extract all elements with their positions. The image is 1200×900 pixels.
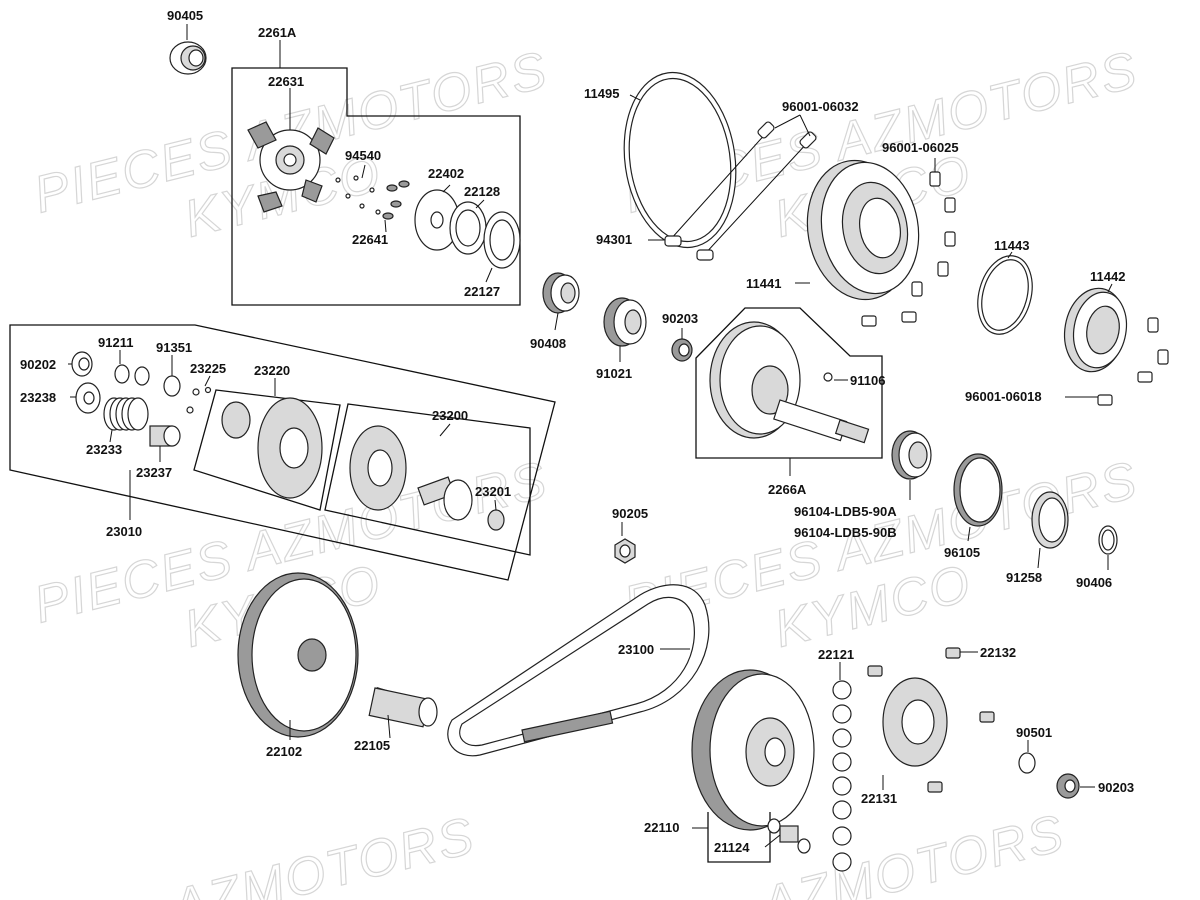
part-22641-springs (382, 180, 410, 220)
label-22131: 22131 (861, 791, 897, 806)
part-91106-pin (823, 372, 833, 382)
part-91021-bearing (603, 297, 647, 347)
label-90406: 90406 (1076, 575, 1112, 590)
label-90203-b: 90203 (1098, 780, 1134, 795)
label-11443: 11443 (994, 238, 1029, 253)
part-90405 (169, 41, 207, 75)
label-23220: 23220 (254, 363, 290, 378)
part-23238-washer (75, 382, 101, 414)
part-22132-sliders (867, 647, 995, 793)
label-96104-LDB5-90A: 96104-LDB5-90A (794, 504, 897, 519)
label-11442: 11442 (1090, 269, 1125, 284)
part-22631-clutch-shoes (247, 121, 335, 213)
label-22105: 22105 (354, 738, 390, 753)
label-94301: 94301 (596, 232, 632, 247)
label-91258: 91258 (1006, 570, 1042, 585)
label-22110: 22110 (644, 820, 679, 835)
part-91258-seal (1031, 491, 1069, 549)
label-2261A: 2261A (258, 25, 297, 40)
part-23225-pins (186, 386, 212, 414)
label-23201: 23201 (475, 484, 511, 499)
part-22402-plate (414, 189, 460, 251)
label-90202: 90202 (20, 357, 56, 372)
label-91021: 91021 (596, 366, 632, 381)
part-22128-washer (449, 201, 487, 255)
part-90406-circlip (1098, 525, 1118, 555)
part-2266A-drum (709, 321, 870, 444)
assembly-frame-2266A (695, 307, 883, 459)
label-23238: 23238 (20, 390, 56, 405)
assembly-frame-23010 (9, 324, 556, 581)
part-22110-driven-pulley (691, 669, 815, 831)
label-22128: 22128 (464, 184, 500, 199)
watermark-line: AZMOTORS (163, 806, 480, 900)
label-91106: 91106 (850, 373, 885, 388)
label-23233: 23233 (86, 442, 122, 457)
assembly-frame-2261A (231, 67, 521, 306)
label-2266A: 2266A (768, 482, 807, 497)
label-90408: 90408 (530, 336, 566, 351)
label-96104-LDB5-90B: 96104-LDB5-90B (794, 525, 897, 540)
part-11443-gasket (977, 255, 1033, 335)
label-96001-06025: 96001-06025 (882, 140, 959, 155)
part-90501-washer (1018, 752, 1036, 774)
part-22121-rollers (832, 680, 852, 872)
part-96001-06032-bolts (664, 121, 817, 261)
label-22402: 22402 (428, 166, 464, 181)
part-90203-nut-b (1056, 773, 1080, 799)
label-91211: 91211 (98, 335, 133, 350)
part-23233-spring (103, 397, 149, 431)
label-22127: 22127 (464, 284, 500, 299)
part-90205-nut (614, 538, 636, 564)
label-90205: 90205 (612, 506, 648, 521)
part-23237-collar (149, 425, 181, 447)
part-94540-pins (335, 175, 381, 215)
label-23237: 23237 (136, 465, 172, 480)
label-90405: 90405 (167, 8, 203, 23)
label-22121: 22121 (818, 647, 854, 662)
part-96001-06018-bolts (1097, 317, 1169, 406)
part-11495-gasket (623, 71, 737, 249)
part-21124-bushing (767, 818, 811, 854)
label-96105: 96105 (944, 545, 980, 560)
label-91351: 91351 (156, 340, 192, 355)
label-23225: 23225 (190, 361, 226, 376)
label-21124: 21124 (714, 840, 750, 855)
label-22641: 22641 (352, 232, 388, 247)
part-23200-plate (349, 425, 473, 521)
part-11441-clutch-cover (806, 159, 920, 301)
part-23201-bushing (487, 509, 505, 531)
label-90501: 90501 (1016, 725, 1052, 740)
part-91211-oring (114, 364, 150, 386)
part-23100-belt (447, 584, 710, 757)
label-94540: 94540 (345, 148, 381, 163)
part-11442-cover (1063, 287, 1128, 373)
label-11441: 11441 (746, 276, 781, 291)
label-23200: 23200 (432, 408, 468, 423)
label-96001-06032: 96001-06032 (782, 99, 859, 114)
label-90203-a: 90203 (662, 311, 698, 326)
label-22631: 22631 (268, 74, 304, 89)
label-11495: 11495 (584, 86, 619, 101)
label-23010: 23010 (106, 524, 142, 539)
label-23100: 23100 (618, 642, 654, 657)
part-23220-sheave (221, 397, 323, 499)
part-90202-nut (71, 351, 93, 377)
part-22105-sleeve (368, 686, 438, 728)
part-90203-nut-a (671, 338, 693, 362)
part-90408-seal (542, 272, 580, 314)
part-22102-fan-pulley (237, 572, 359, 738)
label-96001-06018: 96001-06018 (965, 389, 1042, 404)
label-22102: 22102 (266, 744, 302, 759)
assembly-frame-23200 (324, 403, 531, 556)
part-96105-ring (953, 453, 1003, 527)
part-91351-ring (163, 375, 181, 397)
label-22132: 22132 (980, 645, 1016, 660)
part-22127-plate (483, 211, 521, 269)
part-22131-ramp-plate (882, 677, 948, 767)
part-96104-bearing (891, 430, 932, 480)
callout-labels: 90405 2261A 22631 94540 22402 22128 2264… (20, 8, 1134, 855)
